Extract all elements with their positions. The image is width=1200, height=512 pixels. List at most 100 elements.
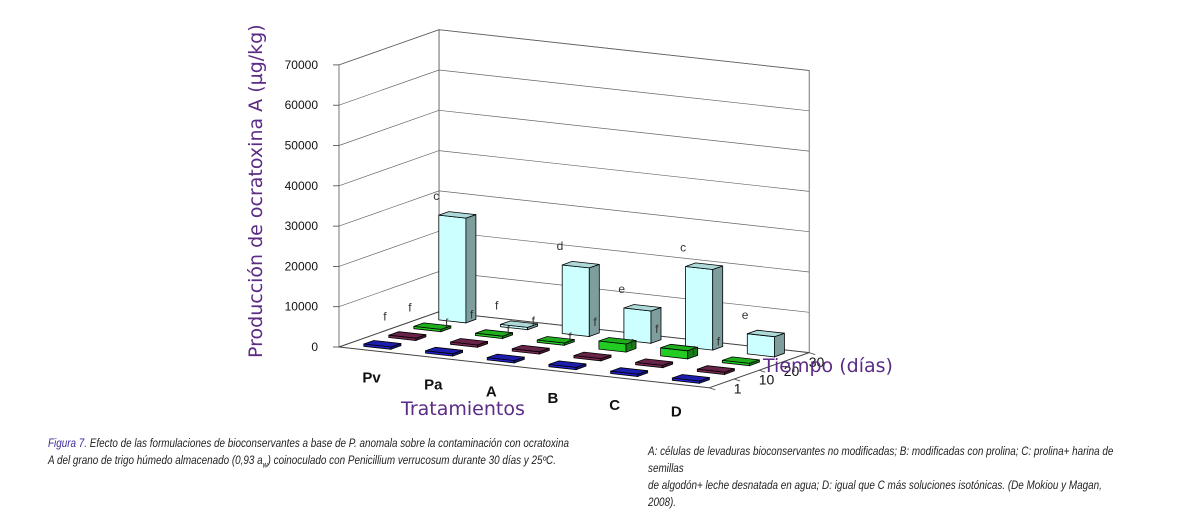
bar-top <box>697 365 735 373</box>
significance-letter: e <box>618 282 625 296</box>
bar-A-day-1 <box>486 353 525 364</box>
bar-top <box>413 322 452 330</box>
bar-top <box>747 329 785 338</box>
gridline <box>338 150 810 192</box>
depth-tick <box>809 352 816 355</box>
category-label: D <box>671 404 682 421</box>
y-axis-title: Producción de ocratoxina A (µg/kg) <box>245 24 267 358</box>
y-tick-label: 60000 <box>285 98 319 112</box>
significance-letter: f <box>507 323 511 337</box>
bar-top <box>573 351 612 360</box>
bar-A-day-20 <box>536 336 575 346</box>
gridline <box>338 69 810 112</box>
bar-Pv-day-20 <box>413 322 452 333</box>
significance-letter: f <box>470 307 474 321</box>
bar-top <box>722 356 760 364</box>
depth-tick <box>709 387 716 391</box>
bar-C-day-30 <box>685 262 724 351</box>
significance-letter: f <box>593 315 597 329</box>
bar-front <box>746 333 775 358</box>
category-label: Pv <box>362 370 381 387</box>
x-axis-title: Tratamientos <box>400 398 525 420</box>
bar-Pv-day-30 <box>438 211 477 324</box>
significance-letter: f <box>568 330 572 344</box>
significance-letter: f <box>692 343 696 357</box>
depth-label: 1 <box>734 380 742 396</box>
bar-top <box>537 336 575 344</box>
bar-B-day-10 <box>573 351 612 362</box>
bar-top <box>388 331 427 339</box>
bar-Pa-day-20 <box>475 329 513 340</box>
significance-letter: c <box>680 241 686 255</box>
significance-letter: e <box>742 308 749 322</box>
depth-tick <box>784 361 791 364</box>
gridline <box>338 109 810 152</box>
bar-A-day-30 <box>561 260 600 338</box>
figure-legend-note: A: células de levaduras bioconservantes … <box>648 444 1123 512</box>
bar-B-day-20 <box>598 337 637 353</box>
bar-top <box>475 329 513 337</box>
legend-note-line-1: A: células de levaduras bioconservantes … <box>648 446 1114 475</box>
y-tick-label: 50000 <box>285 139 319 153</box>
category-label: B <box>548 390 559 407</box>
caption-subscript: w <box>262 460 268 470</box>
chart-labels: 010000200003000040000500006000070000cfde… <box>285 58 825 421</box>
depth-label: 30 <box>809 354 825 370</box>
bar-D-day-10 <box>696 365 735 376</box>
figure-caption: Figura 7. Efecto de las formulaciones de… <box>48 436 569 473</box>
bar-top <box>548 360 587 368</box>
caption-line-2a: A del grano de trigo húmedo almacenado (… <box>48 455 263 467</box>
bar-front <box>561 264 590 337</box>
bar-B-day-30 <box>623 304 662 344</box>
significance-letter: f <box>532 314 536 328</box>
caption-line-1: Efecto de las formulaciones de bioconser… <box>87 438 570 450</box>
depth-label: 10 <box>759 372 775 388</box>
category-label: Pa <box>424 377 443 394</box>
bar-D-day-20 <box>721 356 760 367</box>
bar-top <box>685 262 723 270</box>
depth-label: 20 <box>784 363 800 379</box>
bar-top <box>512 344 550 353</box>
bar-A-day-10 <box>511 344 550 355</box>
y-tick-label: 40000 <box>285 179 319 193</box>
y-tick-label: 30000 <box>285 219 319 233</box>
caption-line-2b: ) coinoculado con Penicillium verrucosum… <box>267 455 556 467</box>
bar-D-day-1 <box>671 374 710 384</box>
bar-top <box>623 304 662 312</box>
bar-top <box>450 338 488 346</box>
depth-tick <box>734 378 741 382</box>
bar-front <box>685 266 714 351</box>
bar-C-day-10 <box>635 358 674 369</box>
bar-C-day-1 <box>610 367 649 378</box>
bar-top <box>610 367 648 375</box>
bar-top <box>500 320 538 328</box>
bar-Pa-day-30 <box>500 320 538 331</box>
bar-top <box>562 260 600 269</box>
side-wall <box>338 29 440 348</box>
bar-top <box>635 358 673 366</box>
significance-letter: f <box>408 301 412 315</box>
y-tick-label: 70000 <box>285 58 319 72</box>
depth-tick <box>759 369 766 373</box>
bar-top <box>425 346 463 355</box>
significance-letter: f <box>630 337 634 351</box>
bar-top <box>598 337 637 345</box>
chart-bars <box>363 211 785 384</box>
bar-side <box>774 332 785 358</box>
bar-top <box>363 340 402 348</box>
bar-top <box>672 374 710 382</box>
figure-label: Figura 7. <box>48 438 88 450</box>
significance-letter: f <box>717 335 721 349</box>
ocratoxin-3d-bar-chart: 010000200003000040000500006000070000cfde… <box>245 24 893 421</box>
category-label: C <box>609 397 620 414</box>
y-tick-label: 20000 <box>285 259 319 273</box>
bar-top <box>660 343 698 352</box>
significance-letter: f <box>383 309 387 323</box>
bar-Pv-day-1 <box>363 340 402 350</box>
significance-letter: d <box>557 239 564 253</box>
category-label: A <box>486 383 497 400</box>
significance-letter: f <box>655 322 659 336</box>
bar-Pa-day-1 <box>425 346 464 357</box>
bar-front <box>438 214 467 324</box>
bar-C-day-20 <box>660 343 699 360</box>
